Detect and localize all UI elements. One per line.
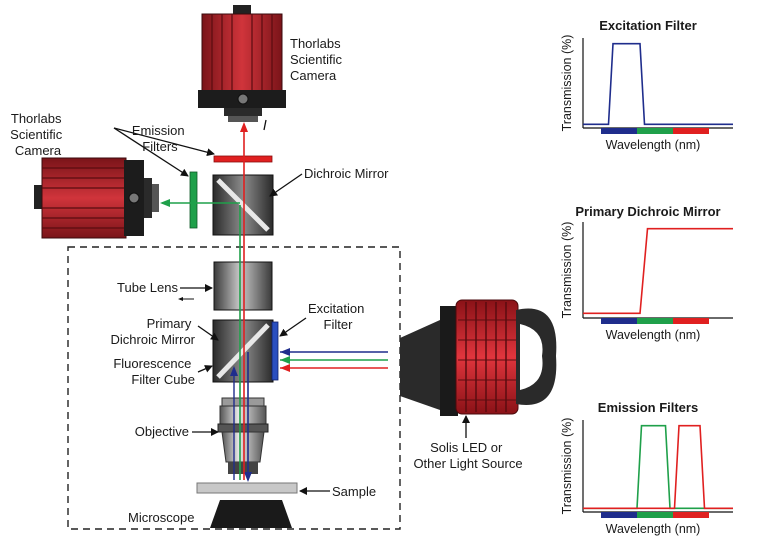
leader-emission-red: [113, 127, 215, 157]
plot-1-ylabel: Transmission (%): [560, 222, 574, 319]
label-emission-filters: Emission Filters: [132, 123, 188, 154]
leader-emission-green: [113, 127, 189, 177]
leader-excitation: [279, 317, 307, 337]
tube-lens: [213, 261, 273, 311]
plot-1-title: Primary Dichroic Mirror: [575, 204, 720, 219]
plot-0-series-0: [583, 42, 733, 126]
plot-2-band-1: [637, 512, 673, 518]
led-light-source: [400, 299, 557, 416]
plot-2-band-0: [601, 512, 637, 518]
leader-dichroic: [269, 173, 303, 197]
plot-1-band-1: [637, 318, 673, 324]
plot-0-ylabel: Transmission (%): [560, 35, 574, 132]
leader-primary-dichroic: [197, 325, 219, 341]
emission-filter-green: [189, 171, 198, 229]
objective-lens: [217, 397, 269, 474]
top-camera: [198, 5, 286, 122]
excitation-filter-element: [271, 321, 279, 381]
plot-1-series-0: [583, 227, 733, 315]
plot-2-series-0: [583, 424, 733, 510]
plot-0-band-2: [673, 128, 709, 134]
emission-filter-red: [213, 155, 273, 163]
microscope-stage: [210, 500, 292, 528]
label-excitation-filter: Excitation Filter: [308, 301, 368, 332]
plot-0-title: Excitation Filter: [599, 18, 697, 33]
plot-2-xlabel: Wavelength (nm): [606, 522, 701, 536]
plot-1-xlabel: Wavelength (nm): [606, 328, 701, 342]
plot-1-band-2: [673, 318, 709, 324]
plot-0-xlabel: Wavelength (nm): [606, 138, 701, 152]
left-camera: [34, 157, 159, 239]
plot-2-series-1: [583, 424, 733, 510]
leader-fluorescence-cube: [197, 365, 213, 373]
plot-1-band-0: [601, 318, 637, 324]
label-tube-lens: Tube Lens: [117, 280, 178, 295]
label-microscope: Microscope: [128, 510, 194, 525]
label-camera-left: Thorlabs Scientific Camera: [10, 111, 66, 158]
label-sample: Sample: [332, 484, 376, 499]
plot-0-band-0: [601, 128, 637, 134]
label-primary-dichroic: Primary Dichroic Mirror: [111, 316, 196, 347]
label-light-source: Solis LED or Other Light Source: [413, 440, 522, 471]
label-fluorescence-cube: Fluorescence Filter Cube: [113, 356, 195, 387]
label-objective: Objective: [135, 424, 189, 439]
plot-2-title: Emission Filters: [598, 400, 698, 415]
plot-2-band-2: [673, 512, 709, 518]
label-camera-top: Thorlabs Scientific Camera: [290, 36, 346, 83]
plot-0-band-1: [637, 128, 673, 134]
plot-2-ylabel: Transmission (%): [560, 418, 574, 515]
sample-slide: [196, 482, 298, 494]
leader-camera-top: [263, 119, 267, 131]
label-dichroic-mirror: Dichroic Mirror: [304, 166, 389, 181]
